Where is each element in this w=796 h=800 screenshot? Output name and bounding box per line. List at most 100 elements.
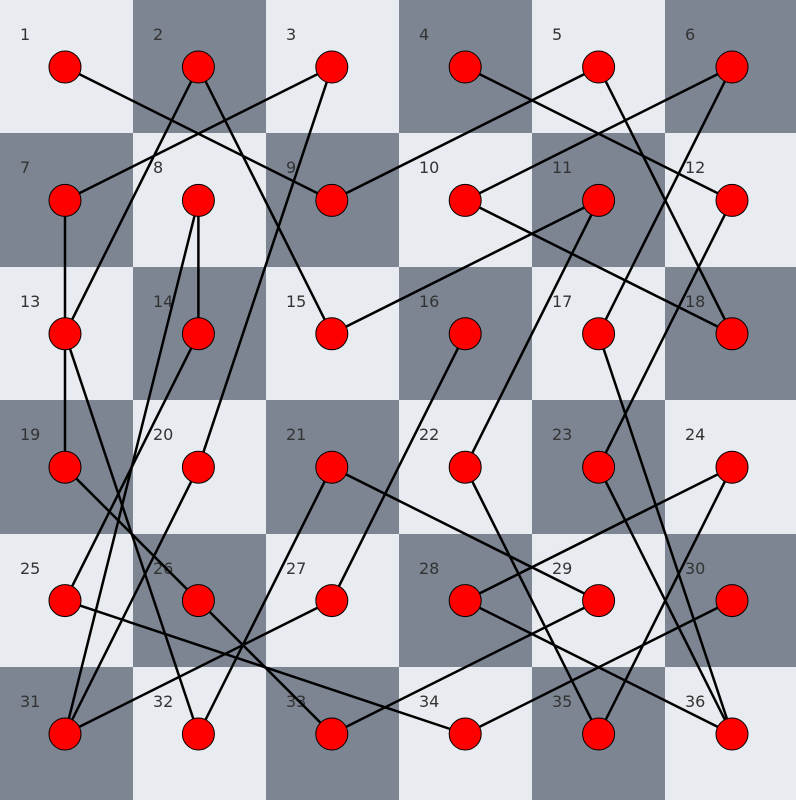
cell-number-label: 20: [153, 425, 173, 444]
cell-number-label: 18: [685, 292, 705, 311]
cell-number-label: 28: [419, 559, 439, 578]
cell-number-label: 32: [153, 692, 173, 711]
connection-line-2-15: [197, 66, 333, 335]
connection-line-24-28: [464, 466, 733, 602]
connection-line-10-18: [464, 199, 733, 335]
cell-number-label: 31: [20, 692, 40, 711]
node-32[interactable]: [181, 717, 215, 751]
node-2[interactable]: [181, 50, 215, 84]
connection-line-19-26: [64, 466, 200, 602]
cell-number-label: 33: [286, 692, 306, 711]
node-29[interactable]: [582, 584, 616, 618]
node-27[interactable]: [315, 584, 349, 618]
cell-number-label: 19: [20, 425, 40, 444]
node-5[interactable]: [582, 50, 616, 84]
node-3[interactable]: [315, 50, 349, 84]
cell-number-label: 36: [685, 692, 705, 711]
node-24[interactable]: [715, 450, 749, 484]
cell-number-label: 7: [20, 158, 30, 177]
connection-line-21-29: [331, 466, 600, 602]
cell-number-label: 4: [419, 25, 429, 44]
node-18[interactable]: [715, 317, 749, 351]
node-1[interactable]: [48, 50, 82, 84]
node-10[interactable]: [448, 183, 482, 217]
node-26[interactable]: [181, 584, 215, 618]
connection-line-26-33: [197, 599, 333, 735]
cell-number-label: 6: [685, 25, 695, 44]
node-20[interactable]: [181, 450, 215, 484]
cell-number-label: 35: [552, 692, 572, 711]
cell-number-label: 29: [552, 559, 572, 578]
connection-line-21-32: [197, 466, 333, 735]
node-21[interactable]: [315, 450, 349, 484]
node-9[interactable]: [315, 183, 349, 217]
cell-number-label: 17: [552, 292, 572, 311]
node-33[interactable]: [315, 717, 349, 751]
cell-number-label: 27: [286, 559, 306, 578]
cell-number-label: 24: [685, 425, 705, 444]
connection-line-11-15: [331, 199, 600, 335]
node-12[interactable]: [715, 183, 749, 217]
cell-number-label: 9: [286, 158, 296, 177]
connection-line-6-17: [597, 66, 734, 335]
node-14[interactable]: [181, 317, 215, 351]
cell-number-label: 11: [552, 158, 572, 177]
connection-line-6-10: [464, 65, 733, 202]
cell-number-label: 34: [419, 692, 439, 711]
cell-number-label: 26: [153, 559, 173, 578]
connection-line-14-25: [63, 333, 200, 602]
node-8[interactable]: [181, 183, 215, 217]
connection-line-16-27: [330, 333, 467, 602]
node-25[interactable]: [48, 584, 82, 618]
cell-number-label: 16: [419, 292, 439, 311]
connection-line-20-31: [63, 466, 200, 735]
connection-line-24-35: [597, 466, 734, 735]
node-30[interactable]: [715, 584, 749, 618]
node-6[interactable]: [715, 50, 749, 84]
connection-line-12-23: [597, 199, 734, 468]
node-28[interactable]: [448, 584, 482, 618]
node-22[interactable]: [448, 450, 482, 484]
cell-number-label: 8: [153, 158, 163, 177]
cell-number-label: 5: [552, 25, 562, 44]
cell-number-label: 25: [20, 559, 40, 578]
cell-number-label: 3: [286, 25, 296, 44]
cell-number-label: 12: [685, 158, 705, 177]
cell-number-label: 30: [685, 559, 705, 578]
connection-line-3-7: [64, 65, 333, 202]
connection-line-27-31: [64, 599, 333, 736]
connection-line-5-9: [331, 65, 600, 202]
board-nodes: [48, 50, 749, 751]
node-16[interactable]: [448, 317, 482, 351]
node-35[interactable]: [582, 717, 616, 751]
cell-number-label: 2: [153, 25, 163, 44]
cell-number-label: 21: [286, 425, 306, 444]
cell-number-label: 22: [419, 425, 439, 444]
cell-number-label: 13: [20, 292, 40, 311]
connection-line-30-34: [464, 599, 733, 736]
cell-number-label: 14: [153, 292, 173, 311]
node-23[interactable]: [582, 450, 616, 484]
connection-line-29-33: [331, 599, 600, 736]
connection-lines: [63, 65, 734, 736]
node-4[interactable]: [448, 50, 482, 84]
cell-number-label: 23: [552, 425, 572, 444]
connection-line-2-13: [63, 66, 200, 335]
cell-number-label: 10: [419, 158, 439, 177]
connection-line-11-22: [464, 199, 600, 468]
connection-line-17-36: [597, 333, 734, 735]
connection-line-3-20: [197, 66, 333, 468]
node-11[interactable]: [582, 183, 616, 217]
node-36[interactable]: [715, 717, 749, 751]
node-13[interactable]: [48, 317, 82, 351]
cell-number-label: 15: [286, 292, 306, 311]
node-7[interactable]: [48, 183, 82, 217]
node-34[interactable]: [448, 717, 482, 751]
node-19[interactable]: [48, 450, 82, 484]
node-15[interactable]: [315, 317, 349, 351]
node-17[interactable]: [582, 317, 616, 351]
cell-number-label: 1: [20, 25, 30, 44]
node-31[interactable]: [48, 717, 82, 751]
